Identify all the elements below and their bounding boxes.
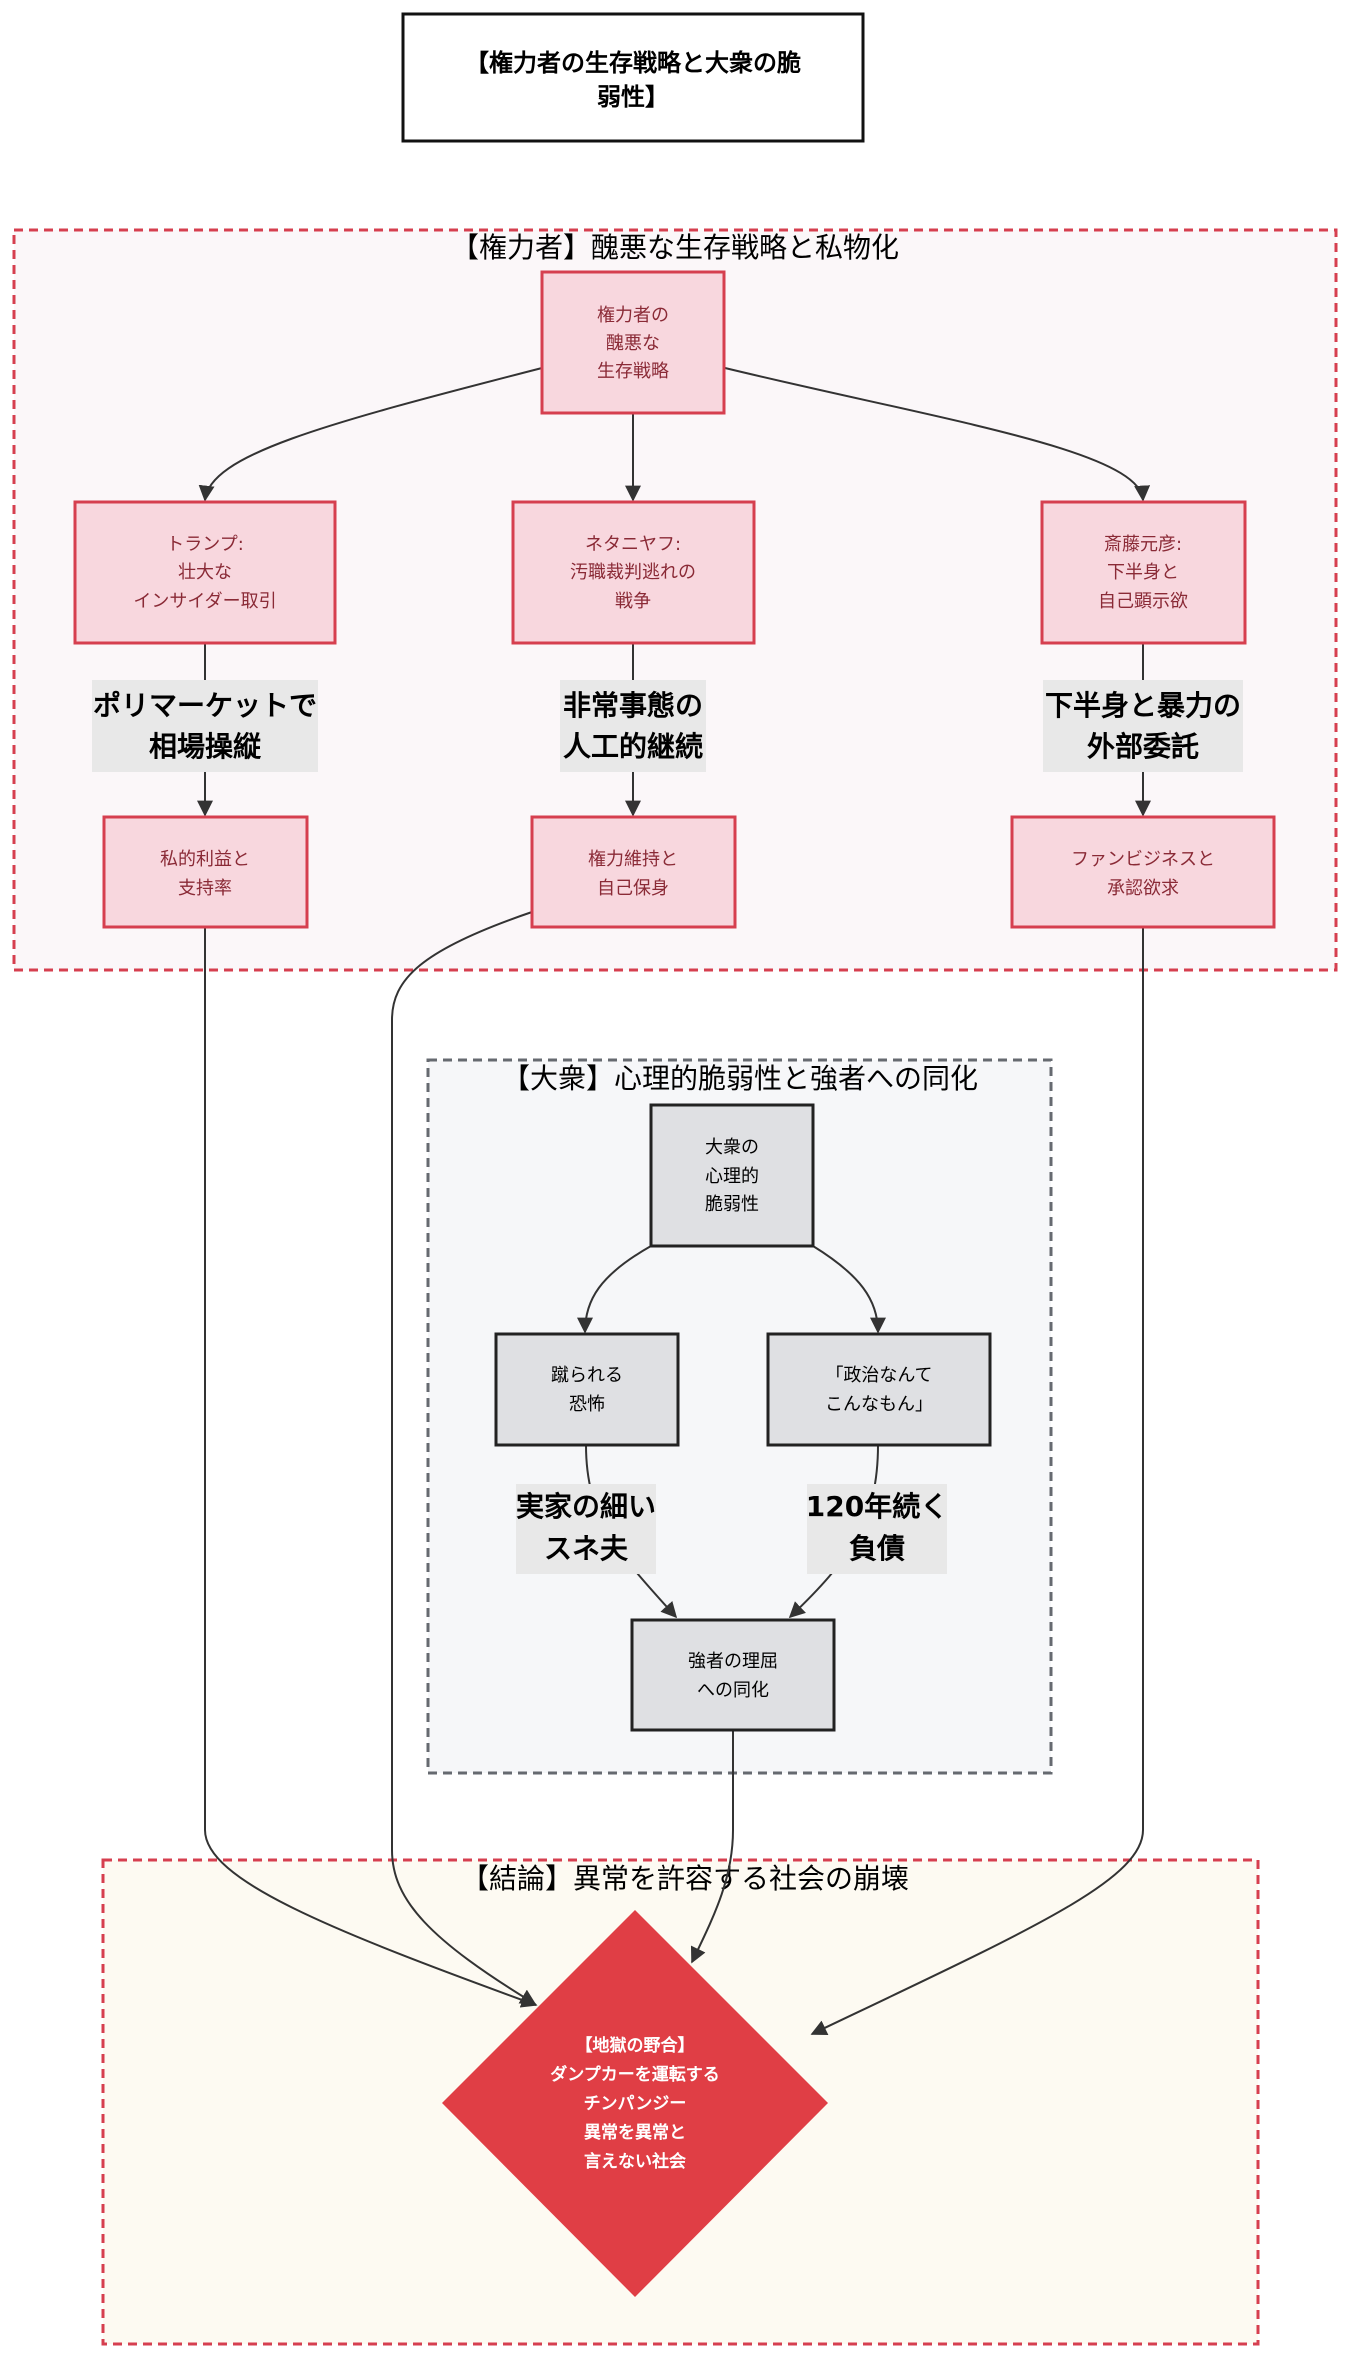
title-line-1: 【権力者の生存戦略と大衆の脆 [465,49,801,77]
edge-label-text: 非常事態の [563,689,703,722]
title-box: 【権力者の生存戦略と大衆の脆 弱性】 [401,12,865,143]
node-text: 言えない社会 [584,2151,686,2172]
node-trump: トランプ: 壮大な インサイダー取引 [73,500,337,645]
node-text: 【地獄の野合】 [576,2035,695,2056]
edge-label-text: スネ夫 [544,1532,629,1565]
edge-label-text: 120年続く [806,1490,948,1523]
node-assimilation: 強者の理屈 への同化 [630,1618,836,1732]
node-politics-resign: 「政治なんて こんなもん」 [766,1332,992,1447]
node-text: 斎藤元彦: [1104,534,1182,555]
group-elites-label: 【権力者】醜悪な生存戦略と私物化 [451,231,899,264]
node-text: 蹴られる [551,1365,623,1386]
edge-label-fear-assim: 実家の細い スネ夫 [516,1484,656,1574]
node-text: 大衆の [705,1137,759,1158]
edge-strategy-saito [724,367,1151,502]
edge-label-text: 負債 [849,1532,905,1565]
group-conclusion-label: 【結論】異常を許容する社会の崩壊 [461,1862,909,1895]
node-elite-strategy: 権力者の 醜悪な 生存戦略 [540,270,726,415]
node-text: 権力維持と [588,849,678,870]
node-text: トランプ: [166,534,244,555]
edge-fan-hell [810,927,1144,2036]
node-text: 壮大な [178,562,232,583]
edge-profit-hell [204,927,538,2008]
edge-label-text: 人工的継続 [563,730,703,763]
node-saito: 斎藤元彦: 下半身と 自己顕示欲 [1040,500,1247,645]
edge-mass-politics [812,1245,886,1334]
node-text: 自己顕示欲 [1098,591,1188,612]
title-line-2: 弱性】 [597,83,669,111]
edge-label-text: 外部委託 [1087,730,1199,763]
edge-assim-hell [690,1730,734,1964]
node-text: 異常を異常と [584,2122,686,2143]
node-text: ファンビジネスと [1071,849,1215,870]
node-text: 自己保身 [597,878,669,899]
node-text: チンパンジー [584,2094,687,2114]
node-text: 「政治なんて [825,1365,932,1386]
node-text: 権力者の [597,305,669,326]
node-text: 私的利益と [160,849,250,870]
edge-label-text: 実家の細い [516,1490,656,1523]
edge-label-text: 下半身と暴力の [1045,689,1241,722]
node-text: ネタニヤフ: [585,534,681,555]
node-text: 脆弱性 [705,1194,759,1215]
node-text: 支持率 [178,878,232,899]
node-fear: 蹴られる 恐怖 [494,1332,680,1447]
node-text: インサイダー取引 [133,591,276,612]
node-text: 戦争 [615,591,651,612]
edge-label-trump-profit: ポリマーケットで 相場操縦 [92,680,318,772]
node-text: 醜悪な [606,333,660,354]
node-text: ダンプカーを運転する [550,2064,720,2085]
node-text: 下半身と [1107,562,1179,583]
node-text: 生存戦略 [597,361,669,382]
node-mass-psych: 大衆の 心理的 脆弱性 [649,1103,815,1248]
group-masses-label: 【大衆】心理的脆弱性と強者への同化 [502,1062,978,1095]
node-text: こんなもん」 [825,1394,933,1415]
node-text: 恐怖 [569,1394,605,1415]
edge-label-netanyahu-power: 非常事態の 人工的継続 [560,680,706,772]
edge-mass-fear [577,1245,652,1334]
node-private-profit: 私的利益と 支持率 [102,815,309,929]
edge-label-politics-assim: 120年続く 負債 [806,1484,948,1574]
node-text: 汚職裁判逃れの [570,562,696,583]
node-text: 強者の理屈 [688,1651,778,1672]
node-text: への同化 [697,1680,769,1701]
node-text: 心理的 [705,1166,759,1187]
node-netanyahu: ネタニヤフ: 汚職裁判逃れの 戦争 [511,500,756,645]
node-hell-diamond: 【地獄の野合】 ダンプカーを運転する チンパンジー 異常を異常と 言えない社会 [442,1910,828,2297]
edge-power-hell [391,911,537,2005]
node-text: 承認欲求 [1107,878,1179,899]
node-fan-business: ファンビジネスと 承認欲求 [1010,815,1276,929]
edge-strategy-trump [198,367,543,502]
node-power-keep: 権力維持と 自己保身 [530,815,737,929]
edge-label-saito-fan: 下半身と暴力の 外部委託 [1043,680,1243,772]
edge-label-text: 相場操縦 [149,730,262,763]
edge-label-text: ポリマーケットで [93,689,317,722]
